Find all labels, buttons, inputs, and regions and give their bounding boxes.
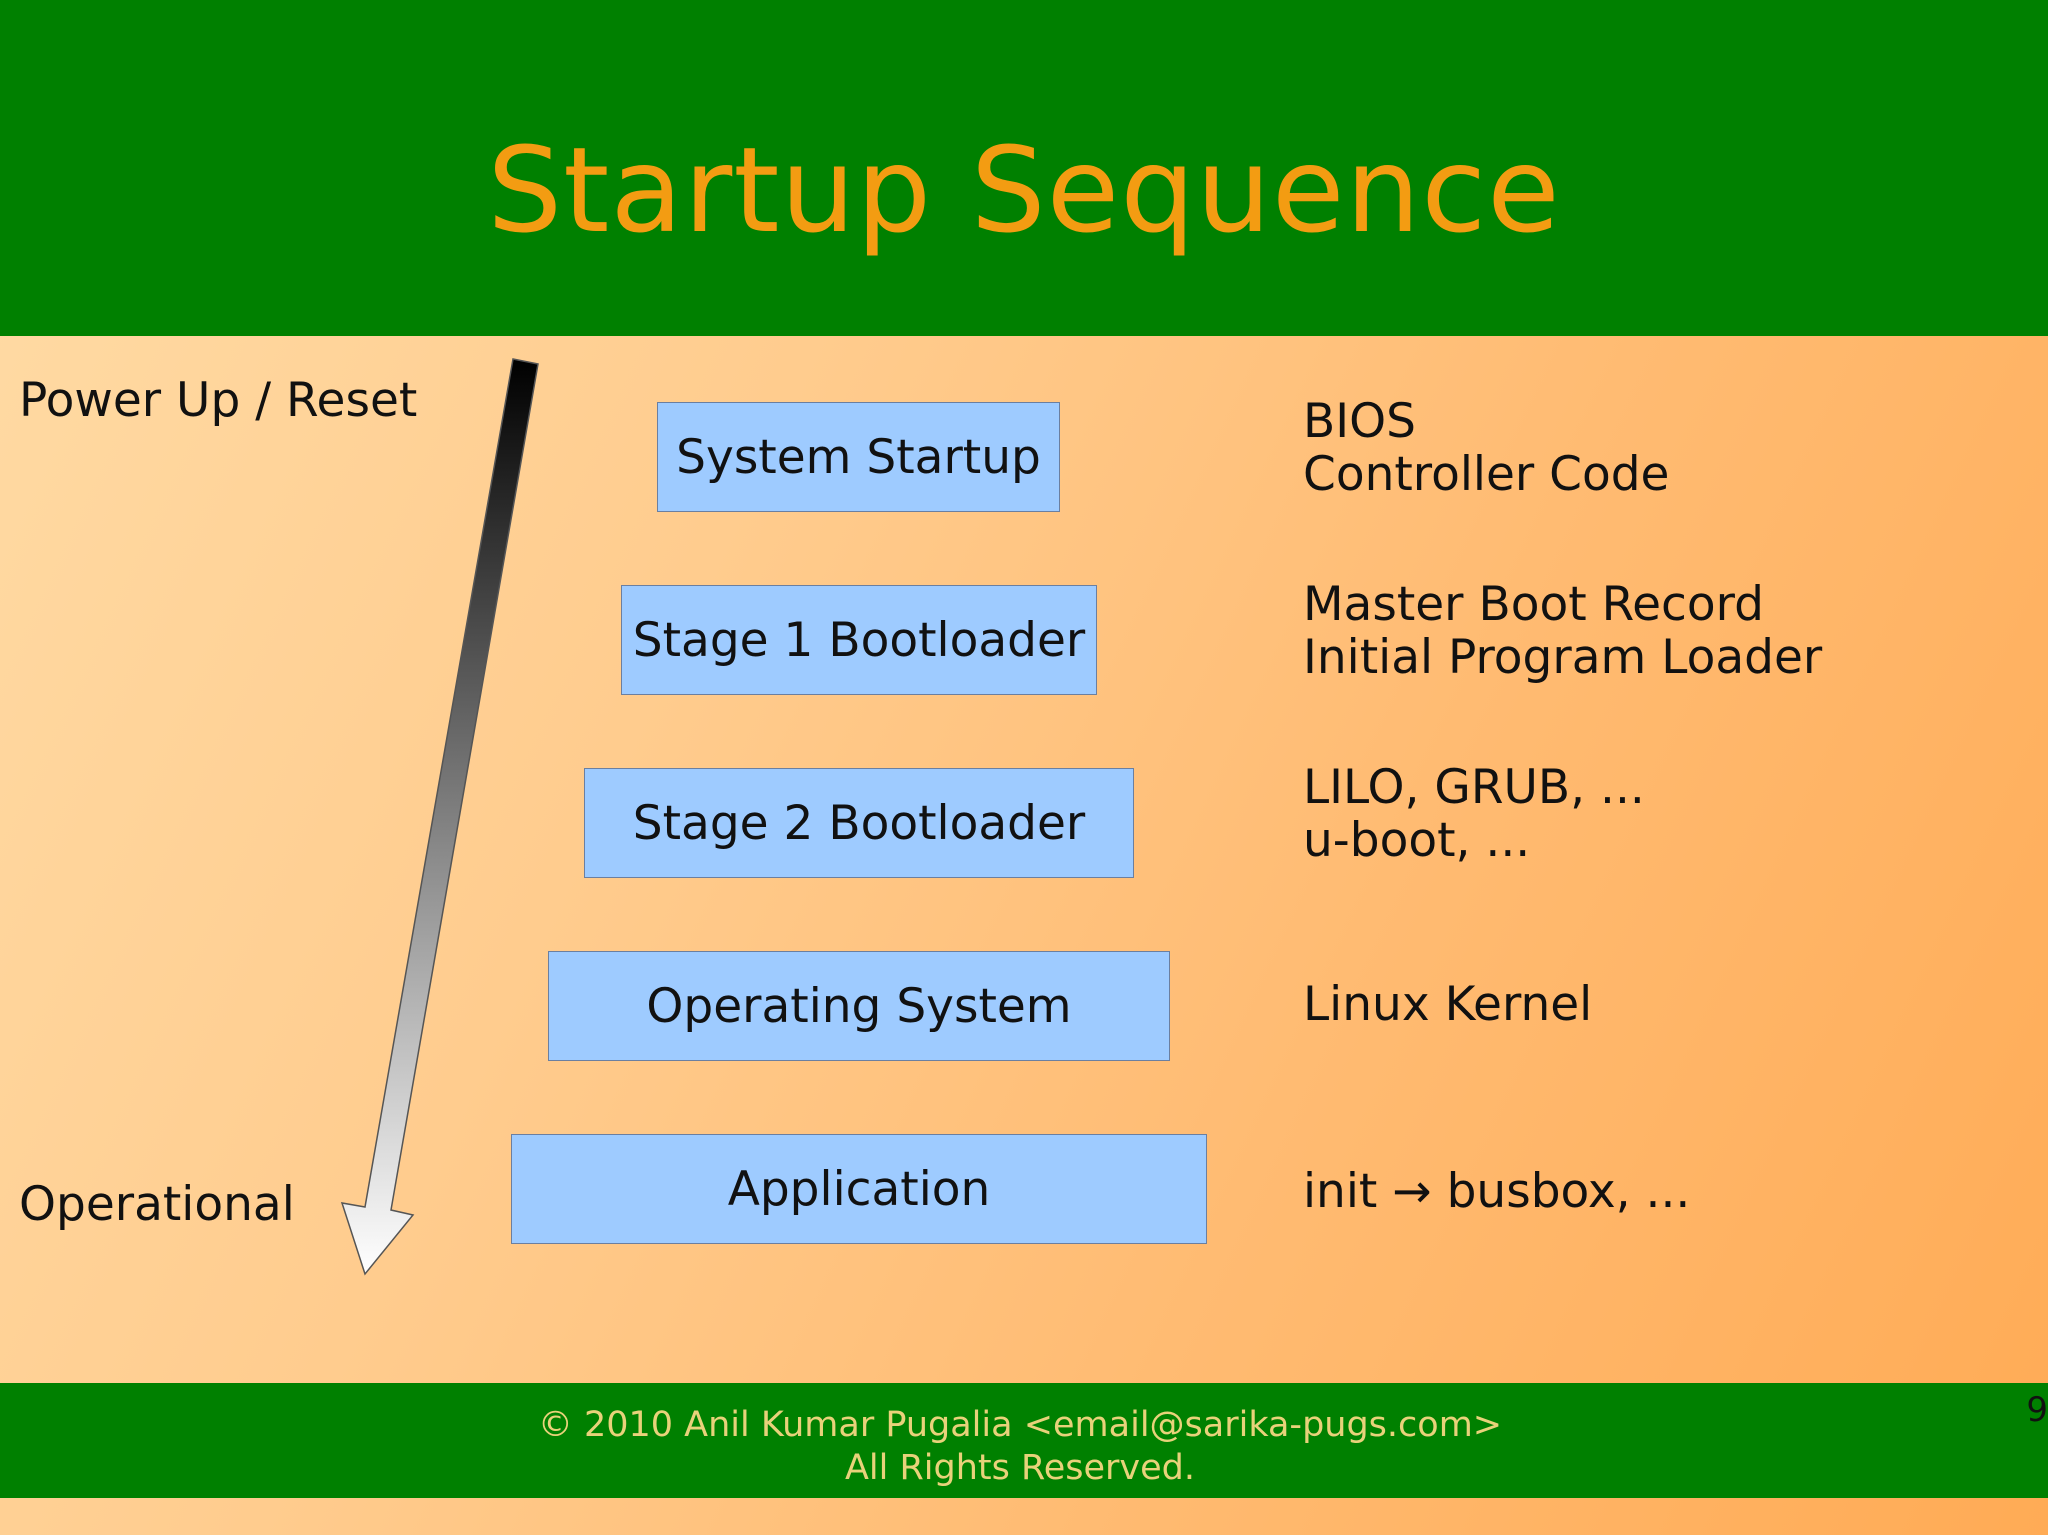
example-stage2-bootloader: LILO, GRUB, ... u-boot, ... xyxy=(1303,761,1645,867)
stage-box-application: Application xyxy=(511,1134,1207,1244)
operational-label: Operational xyxy=(19,1177,295,1232)
example-line: LILO, GRUB, ... xyxy=(1303,760,1645,815)
example-application: init → busbox, ... xyxy=(1303,1165,1690,1218)
page-number: 9 xyxy=(2026,1390,2048,1430)
example-operating-system: Linux Kernel xyxy=(1303,978,1592,1031)
slide-footer xyxy=(0,1383,2048,1498)
example-line: Initial Program Loader xyxy=(1303,630,1823,685)
example-line: Linux Kernel xyxy=(1303,977,1593,1032)
stage-box-system-startup: System Startup xyxy=(657,402,1060,512)
example-stage1-bootloader: Master Boot Record Initial Program Loade… xyxy=(1303,578,1822,684)
stage-box-operating-system: Operating System xyxy=(548,951,1170,1061)
example-line: init → busbox, ... xyxy=(1303,1164,1691,1219)
example-line: Master Boot Record xyxy=(1303,577,1764,632)
slide-title: Startup Sequence xyxy=(487,121,1561,259)
stage-box-stage1-bootloader: Stage 1 Bootloader xyxy=(621,585,1097,695)
footer-copyright: © 2010 Anil Kumar Pugalia <email@sarika-… xyxy=(537,1405,1503,1445)
example-line: BIOS xyxy=(1303,394,1416,449)
example-system-startup: BIOS Controller Code xyxy=(1303,395,1669,501)
slide-header xyxy=(0,0,2048,336)
stage-box-stage2-bootloader: Stage 2 Bootloader xyxy=(584,768,1134,878)
example-line: u-boot, ... xyxy=(1303,813,1531,868)
power-up-label: Power Up / Reset xyxy=(19,373,418,428)
example-line: Controller Code xyxy=(1303,447,1670,502)
footer-rights: All Rights Reserved. xyxy=(844,1448,1196,1488)
